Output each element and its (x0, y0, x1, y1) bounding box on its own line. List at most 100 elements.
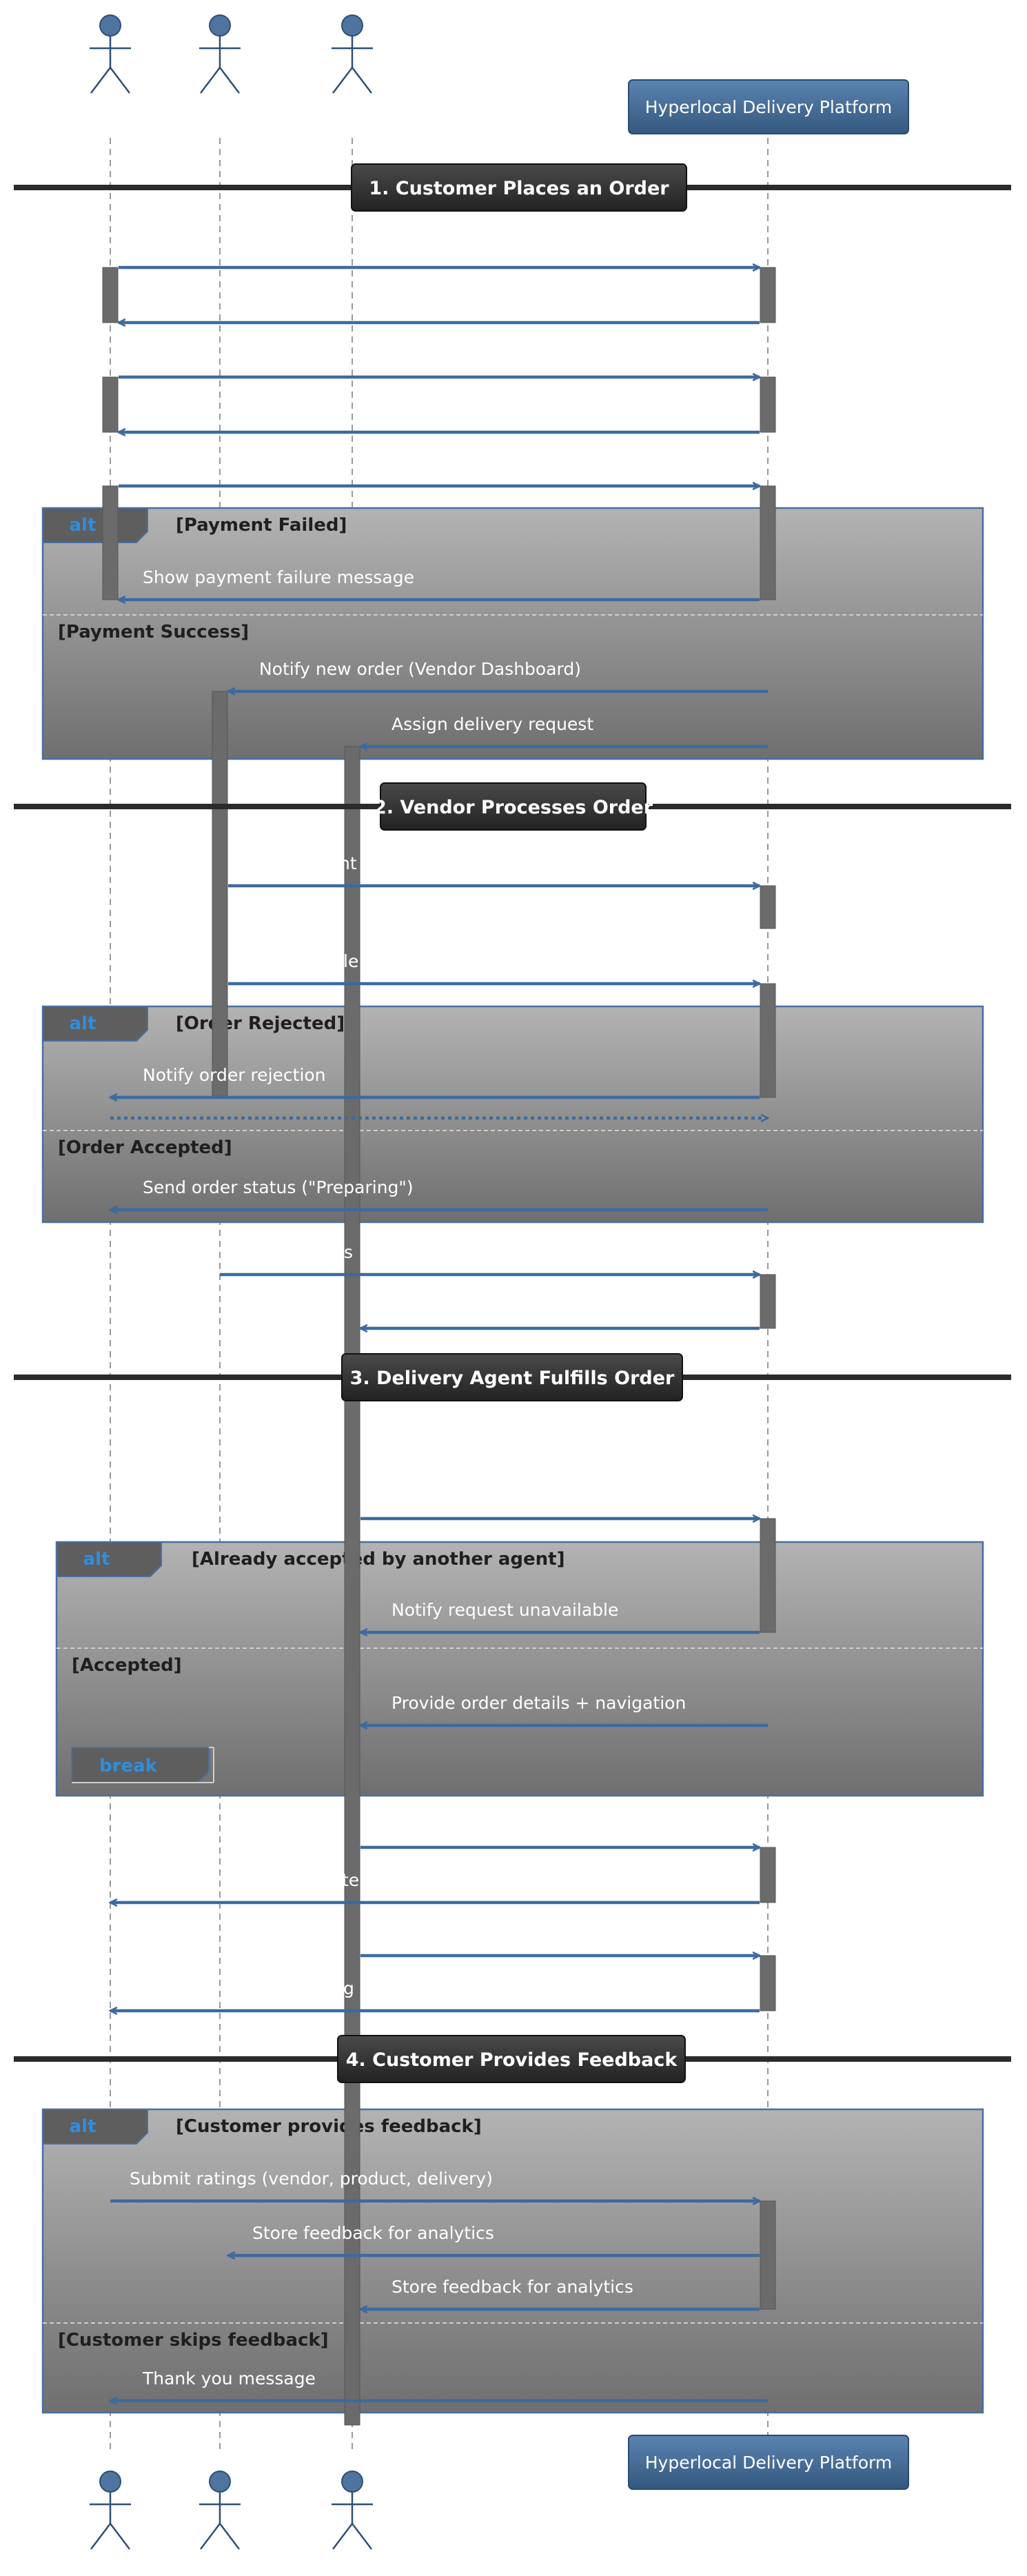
message-m06: Show payment failure message (119, 567, 760, 600)
actor-customer-top (90, 14, 131, 94)
message-label: Notify new order (Vendor Dashboard) (259, 659, 581, 679)
activation-bar (212, 691, 228, 1097)
fragment-else-guard: [Order Accepted] (58, 1137, 232, 1158)
activation-bar (760, 485, 776, 600)
fragment-f1: alt [Payment Failed] [Payment Success] (41, 507, 984, 760)
section-divider-s4: 4. Customer Provides Feedback (14, 2035, 1011, 2083)
activation-bar (102, 376, 119, 433)
activation-bar (760, 1955, 776, 2011)
activation-bar (760, 267, 776, 323)
fragment-frame (41, 507, 984, 760)
message-label: Show payment failure message (143, 567, 414, 587)
fragment-else-guard: [Payment Success] (58, 622, 249, 642)
actor-head (341, 14, 363, 37)
message-label: Thank you message (142, 2369, 316, 2389)
fragment-guard: [Payment Failed] (176, 515, 347, 536)
message-label: le (343, 951, 358, 971)
section-header-box (337, 2035, 686, 2083)
activation-bar (760, 2200, 776, 2310)
fragment-guard: [Order Rejected] (176, 1013, 345, 1034)
section-divider-s2: 2. Vendor Processes Order (14, 782, 1011, 831)
message-label: te (342, 1870, 359, 1890)
fragment-guard: [Customer provides feedback] (176, 2116, 482, 2137)
activation-bar (102, 267, 119, 323)
actor-vendor-top (199, 14, 241, 94)
section-header-box (351, 163, 687, 212)
fragment-f4: alt [Customer provides feedback] [Customer… (41, 2108, 984, 2414)
section-divider-s1: 1. Customer Places an Order (14, 163, 1011, 212)
fragment-f3: alt [Already accepted by another agent] [A… (55, 1541, 984, 1797)
fragment-else-guard: [Customer skips feedback] (58, 2330, 329, 2351)
fragment-keyword: alt (70, 2116, 96, 2137)
participant-platform-top: Hyperlocal Delivery Platform (628, 79, 909, 134)
actor-agent-top (332, 14, 373, 94)
message-label: Store feedback for analytics (392, 2277, 633, 2297)
actor-vendor-bottom (199, 2471, 241, 2550)
message-m10: le (228, 951, 760, 984)
fragment-guard: [Already accepted by another agent] (192, 1549, 565, 1570)
actor-head (209, 14, 231, 37)
fragment-else-guard: [Accepted] (72, 1655, 182, 1676)
platform-label: Hyperlocal Delivery Platform (645, 97, 892, 117)
message-label: Assign delivery request (392, 714, 593, 734)
actor-customer-bottom (90, 2471, 131, 2550)
message-label: nt (339, 853, 357, 873)
fragment-tab (42, 507, 148, 543)
message-m11: Notify order rejection (110, 1065, 760, 1097)
section-title: 2. Vendor Processes Order (374, 797, 653, 818)
fragment-keyword: alt (83, 1549, 110, 1570)
message-label: Store feedback for analytics (252, 2223, 494, 2243)
section-header-box (341, 1353, 683, 1401)
fragment-tab (71, 1747, 210, 1783)
message-m13: Send order status ("Preparing") (110, 1177, 768, 1210)
activation-bar (760, 1847, 776, 1903)
message-m17: Notify request unavailable (360, 1600, 760, 1632)
platform-label: Hyperlocal Delivery Platform (645, 2453, 892, 2473)
actor-head (99, 2471, 121, 2493)
message-m23: Submit ratings (vendor, product, deliver… (110, 2169, 760, 2201)
message-m25: Store feedback for analytics (360, 2277, 760, 2309)
fragment-frame (41, 1005, 984, 1224)
message-label: s (344, 1242, 353, 1262)
participant-platform-bottom: Hyperlocal Delivery Platform (628, 2435, 909, 2490)
fragment-tab (42, 2109, 148, 2144)
message-m07: Notify new order (Vendor Dashboard) (228, 659, 768, 691)
fragment-keyword: alt (70, 1013, 96, 1034)
fragment-f2: alt [Order Rejected] [Order Accepted] (41, 1005, 984, 1224)
actor-head (99, 14, 121, 37)
activation-bar (760, 376, 776, 433)
actor-head (209, 2471, 231, 2493)
message-m26: Thank you message (110, 2369, 768, 2401)
message-m20: te (110, 1870, 760, 1903)
activation-bar (760, 885, 776, 929)
activation-bar (102, 485, 119, 600)
fragment-frame (41, 2108, 984, 2414)
activation-bar (760, 1518, 776, 1633)
actor-head (341, 2471, 363, 2493)
fragment-frame (55, 1541, 984, 1797)
actor-agent-bottom (332, 2471, 373, 2550)
fragment-tab (42, 1006, 148, 1042)
message-m14: s (220, 1242, 760, 1275)
section-title: 4. Customer Provides Feedback (346, 2049, 678, 2071)
message-m24: Store feedback for analytics (228, 2223, 760, 2255)
message-m08: Assign delivery request (360, 714, 768, 747)
activation-bar (760, 983, 776, 1098)
message-m09: nt (228, 853, 760, 886)
activation-bar (344, 746, 360, 2426)
section-title: 3. Delivery Agent Fulfills Order (350, 1368, 675, 1389)
section-header-box (380, 782, 647, 831)
message-m18: Provide order details + navigation (360, 1693, 768, 1725)
message-label: g (343, 1978, 354, 1998)
fragment-keyword: alt (70, 515, 96, 536)
activation-bar (760, 1274, 776, 1329)
message-label: Send order status ("Preparing") (143, 1177, 414, 1197)
section-title: 1. Customer Places an Order (369, 178, 669, 199)
message-m22: g (110, 1978, 760, 2011)
message-label: Notify request unavailable (392, 1600, 618, 1620)
section-divider-s3: 3. Delivery Agent Fulfills Order (14, 1353, 1011, 1401)
message-label: Notify order rejection (143, 1065, 326, 1085)
message-label: Provide order details + navigation (392, 1693, 686, 1713)
